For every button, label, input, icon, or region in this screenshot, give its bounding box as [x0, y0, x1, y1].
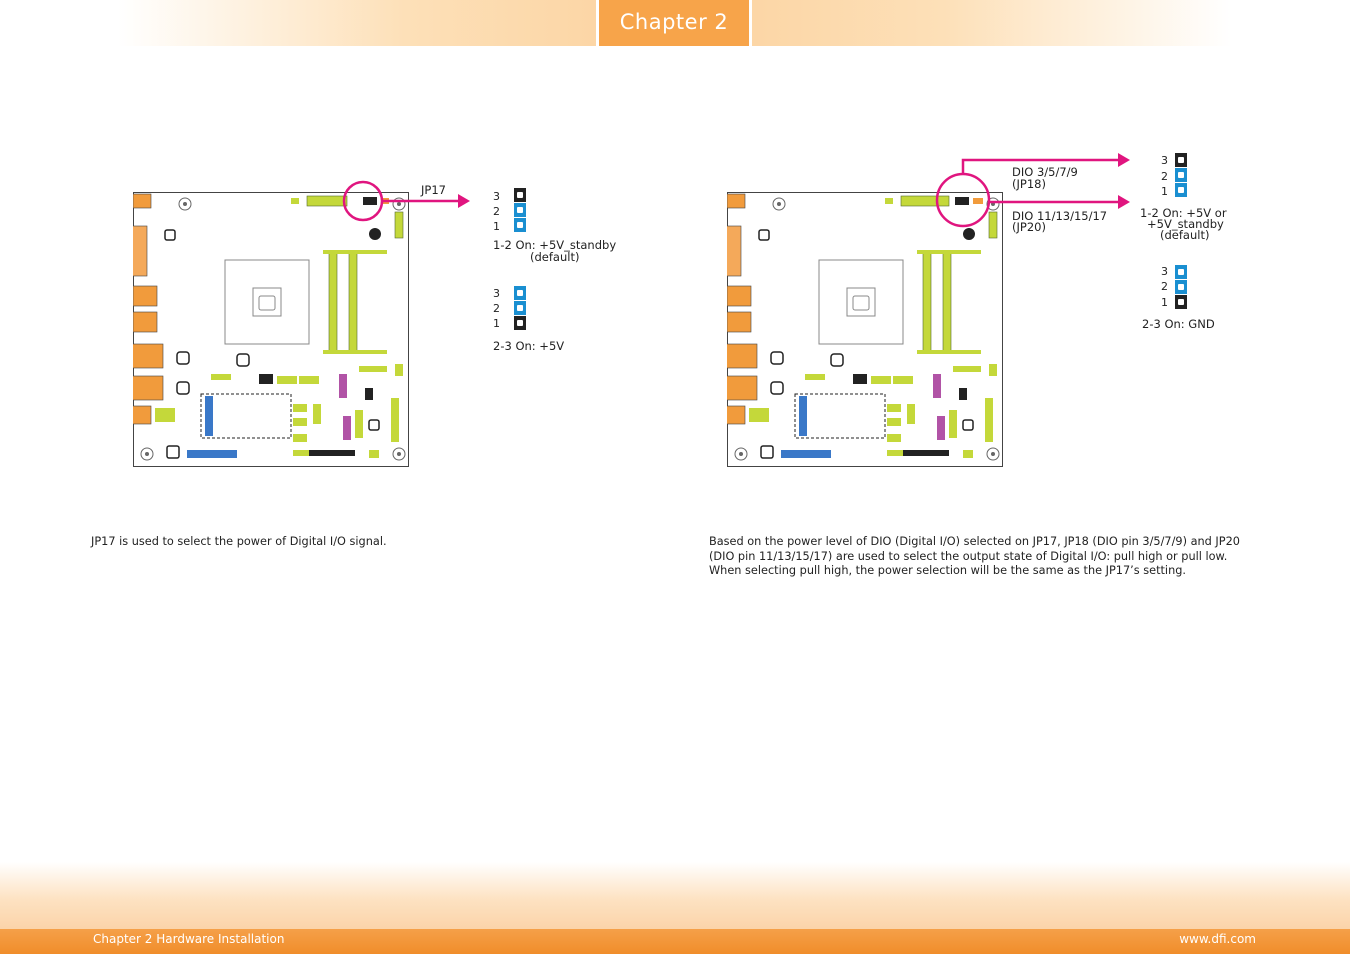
motherboard-diagram-right: [727, 192, 1003, 467]
jumper-dio-2-3: [1175, 265, 1187, 309]
pin-number: 2: [1161, 170, 1168, 183]
jumper-caption: 1-2 On: +5V_standby: [493, 238, 617, 252]
dio-label-upper-jp: (JP18): [1012, 177, 1046, 191]
chapter-tab: Chapter 2: [599, 0, 749, 46]
description-left: JP17 is used to select the power of Digi…: [91, 535, 387, 548]
footer-fade: [0, 862, 1350, 930]
jumper-caption: 1-2 On: +5V or: [1140, 206, 1227, 220]
dio-label-lower-jp: (JP20): [1012, 220, 1046, 234]
pin-number: 1: [493, 317, 500, 330]
pin-number: 1: [493, 220, 500, 233]
jumper-caption: 2-3 On: GND: [1142, 317, 1215, 331]
pin-number: 1: [1161, 185, 1168, 198]
jumper-label-jp17: JP17: [421, 183, 446, 197]
jumper-caption: 2-3 On: +5V: [493, 339, 565, 353]
pin-number: 2: [493, 205, 500, 218]
description-right: Based on the power level of DIO (Digital…: [709, 535, 1240, 577]
pin-number: 1: [1161, 296, 1168, 309]
footer-chapter-title: Chapter 2 Hardware Installation: [93, 932, 285, 946]
pin-number: 3: [1161, 265, 1168, 278]
jumper-jp17-2-3: [514, 286, 526, 330]
jumper-caption-default: (default): [530, 250, 580, 264]
pin-number: 2: [493, 302, 500, 315]
pin-number: 2: [1161, 280, 1168, 293]
jumper-caption-line2: +5V_standby: [1147, 217, 1224, 231]
callout-arrow-left: [342, 180, 470, 222]
jumper-dio-1-2: [1175, 153, 1187, 197]
callout-arrows-right: [935, 153, 1130, 228]
dio-label-lower: DIO 11/13/15/17: [1012, 209, 1108, 223]
motherboard-diagram-left: [133, 192, 409, 467]
jumper-caption-default: (default): [1160, 228, 1210, 242]
pin-number: 3: [493, 190, 500, 203]
pin-number: 3: [1161, 154, 1168, 167]
footer-bar: [0, 929, 1350, 954]
footer-website-link[interactable]: www.dfi.com: [1179, 932, 1256, 946]
pin-number: 3: [493, 287, 500, 300]
header-band-left: [118, 0, 596, 46]
dio-label-upper: DIO 3/5/7/9: [1012, 165, 1078, 179]
header-band-right: [752, 0, 1232, 46]
jumper-jp17-1-2: [514, 188, 526, 232]
